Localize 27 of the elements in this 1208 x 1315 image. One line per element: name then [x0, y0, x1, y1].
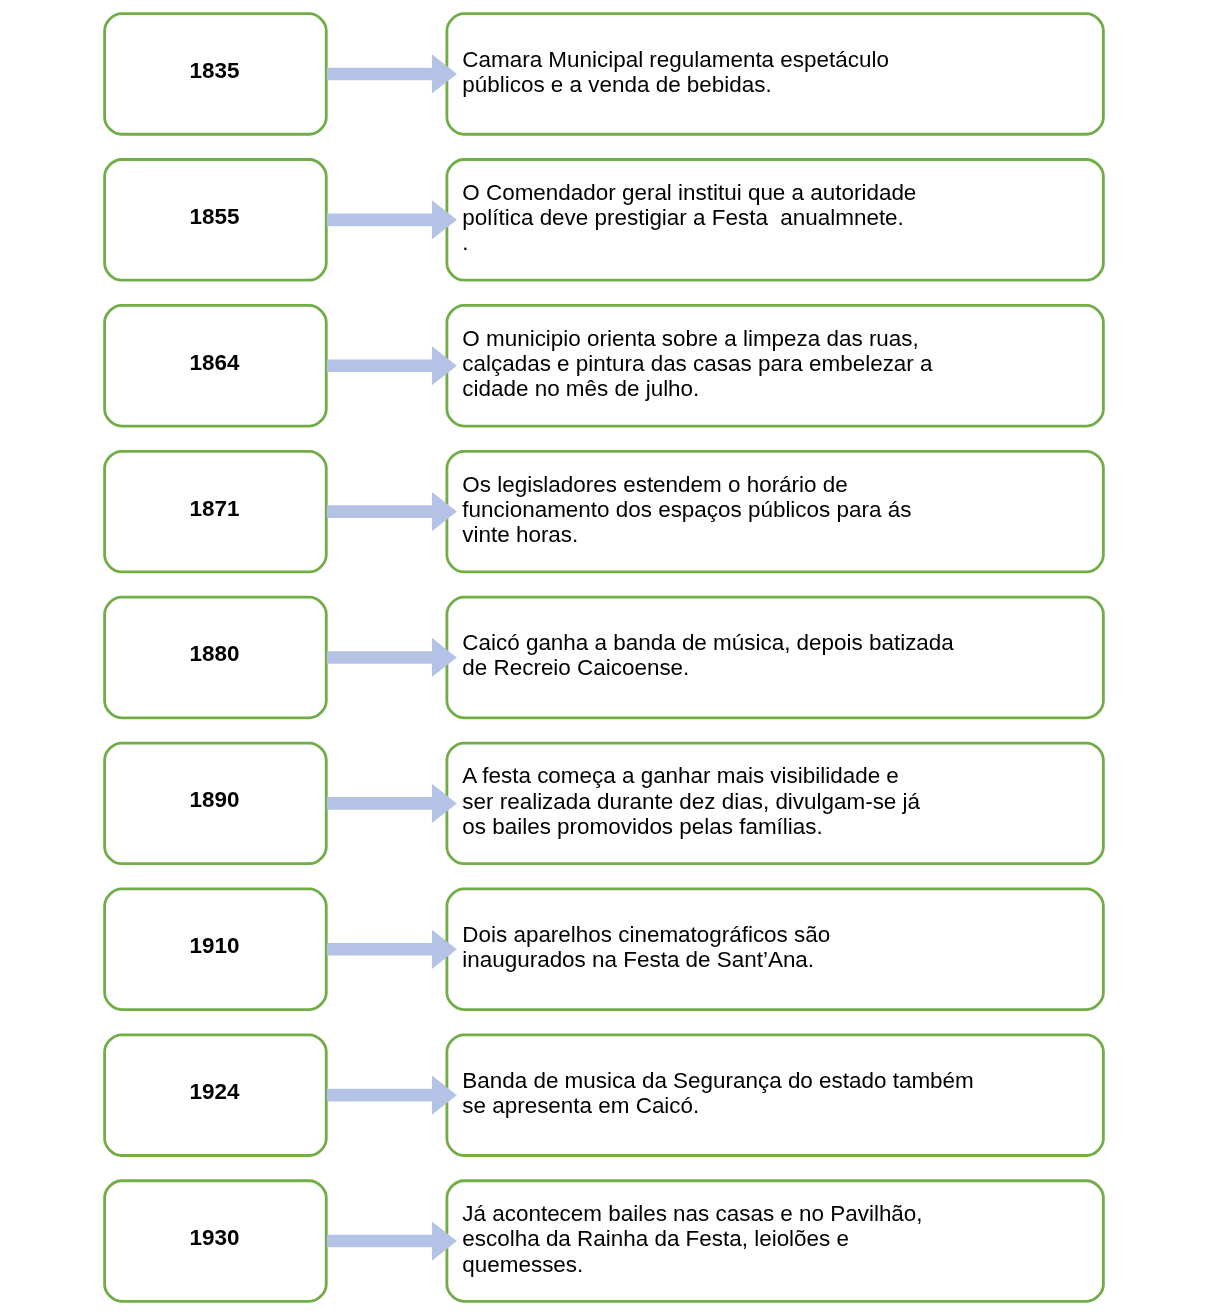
node-box: 1855: [103, 158, 328, 282]
node-box: 1930: [103, 1179, 328, 1303]
node-box: Já acontecem bailes nas casas e no Pavilhão, escolha da Rainha da Festa, leiolões e quemesses.: [445, 1179, 1105, 1303]
arrow: [326, 783, 457, 823]
node-box: O municipio orienta sobre a limpeza das ruas, calçadas e pintura das casas para embelezar a cidade no mês de julho.: [445, 304, 1105, 428]
node-box: Banda de musica da Segurança do estado também se apresenta em Caicó.: [445, 1033, 1105, 1157]
node-box: 1880: [103, 595, 328, 720]
node-box: 1835: [103, 12, 328, 136]
arrow: [326, 491, 457, 532]
node-box: 1924: [103, 1033, 328, 1157]
node-box: 1864: [103, 304, 328, 428]
node-box: 1910: [103, 887, 328, 1011]
node-box: 1890: [103, 741, 328, 866]
node-box: Os legisladores estendem o horário de funcionamento dos espaços públicos para ás vinte horas.: [445, 449, 1105, 574]
arrow: [326, 929, 457, 969]
node-box: O Comendador geral institui que a autoridade política deve prestigiar a Festa anualmnete. .: [445, 158, 1105, 282]
arrow: [326, 54, 457, 94]
node-box: Camara Municipal regulamenta espetáculo públicos e a venda de bebidas.: [445, 12, 1105, 136]
arrow: [326, 1075, 457, 1115]
node-box: A festa começa a ganhar mais visibilidade e ser realizada durante dez dias, divulgam-se já os bailes promovidos pelas famílias.: [445, 741, 1105, 866]
node-box: 1871: [103, 449, 328, 574]
arrow: [326, 637, 457, 678]
arrow: [326, 346, 457, 386]
arrow: [326, 1221, 457, 1261]
node-box: Caicó ganha a banda de música, depois batizada de Recreio Caicoense.: [445, 595, 1105, 720]
node-box: Dois aparelhos cinematográficos são inaugurados na Festa de Sant’Ana.: [445, 887, 1105, 1011]
arrow: [326, 200, 457, 240]
